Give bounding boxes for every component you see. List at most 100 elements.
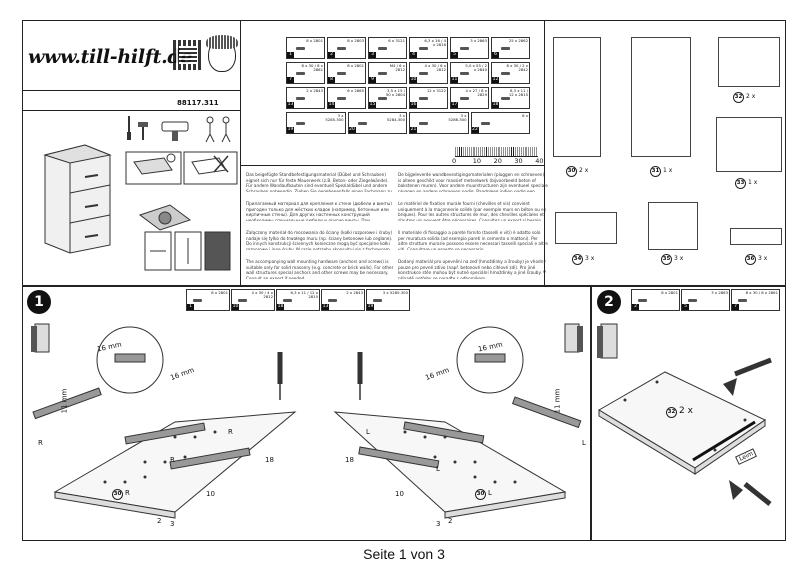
panel-shape	[716, 117, 782, 172]
part-icon	[419, 97, 428, 100]
part-icon	[337, 97, 346, 100]
hardware-icon	[688, 299, 697, 302]
panel-shape	[555, 212, 617, 244]
part-icon	[357, 122, 367, 125]
hardware-number: 13	[322, 304, 329, 310]
intro-paragraph: Dodaný materiál pro upevnění na zeď (hmo…	[398, 259, 546, 279]
intro-paragraph: Das beigefügte Standbefestigungsmaterial…	[246, 172, 393, 192]
part-cell: 21 3 x 5286.300	[409, 112, 469, 134]
step1-label-L-1: L	[366, 428, 370, 436]
hardware-icon	[193, 299, 202, 302]
intro-text-right: De bijgeleverde wandbevestigingsmaterial…	[398, 172, 548, 288]
qr-code	[173, 40, 203, 70]
part-qty: 3 x 5286.300	[448, 113, 467, 123]
part-qty: 3 x 2863	[470, 38, 487, 43]
part-icon	[378, 47, 387, 50]
ruler-tick-label: 10	[472, 157, 482, 165]
hardware-number: 19	[367, 304, 374, 310]
step1-label-10-left: 10	[206, 490, 215, 498]
part-icon	[296, 47, 305, 50]
intro-paragraph: De bijgeleverde wandbevestigingsmaterial…	[398, 172, 548, 192]
hardware-qty: 2 x 2843	[346, 290, 363, 295]
hardware-icon	[373, 299, 382, 302]
part-number: 15	[369, 102, 376, 108]
part-number: 8	[328, 77, 335, 83]
part-number: 10	[410, 77, 417, 83]
panel-shape	[718, 37, 780, 87]
ruler-tick-label: 30	[514, 157, 523, 165]
part-number: 12	[492, 77, 499, 83]
part-qty: 4 x 30 / 6 x 2812	[424, 63, 446, 73]
step1-dim-11-right: 11 mm	[553, 388, 562, 414]
step1-label-18-right: 18	[345, 456, 354, 464]
intro-text-left: Das beigefügte Standbefestigungsmaterial…	[246, 172, 396, 288]
part-qty: 3 x 5284.300	[386, 113, 405, 123]
step1-label-10-right: 10	[395, 490, 404, 498]
panel-number: 36	[745, 254, 756, 265]
part-number: 3	[369, 52, 376, 58]
ruler-tick-label: 20	[493, 157, 502, 165]
step1-label-R-2: R	[170, 456, 175, 464]
part-number: 11	[451, 77, 458, 83]
side-panel-left	[333, 411, 567, 513]
part-icon	[460, 72, 469, 75]
hardware-number: 18	[277, 304, 284, 310]
measure-ruler	[455, 147, 538, 157]
part-number: 22	[471, 127, 479, 133]
panel-number: 32	[733, 92, 744, 103]
hardware-number: 7	[732, 304, 739, 310]
part-icon	[501, 72, 510, 75]
part-icon	[378, 72, 387, 75]
divider-logo-bottom	[22, 90, 240, 92]
intro-paragraph: The accompanying wall mounting hardware …	[246, 259, 394, 279]
part-qty: M4 / 6 x 2812	[389, 63, 405, 73]
part-icon	[501, 47, 510, 50]
part-number: 20	[348, 127, 356, 133]
step1-label-R-3: R	[38, 439, 43, 447]
intro-paragraph: Załączony materiał do mocowania do ścian…	[246, 230, 393, 250]
part-icon	[419, 47, 428, 50]
step1-label-L-4: L	[488, 489, 492, 497]
hardware-number: 1	[187, 304, 194, 310]
step2-panel-32: 32	[666, 407, 677, 418]
part-icon	[337, 72, 346, 75]
step1-panel-30-right: 30	[475, 489, 486, 500]
hardware-number: 10	[232, 304, 239, 310]
panel-qty: 1 x	[663, 167, 673, 174]
part-number: 21	[410, 127, 417, 133]
part-qty: 6,3 x 11 / 12 x 2815	[508, 88, 528, 98]
part-qty: 3 x 5285.300	[325, 113, 344, 123]
part-icon	[501, 97, 510, 100]
panel-qty: 3 x	[674, 255, 684, 262]
part-icon	[460, 47, 469, 50]
article-number: 88117.311	[177, 99, 219, 107]
hardware-qty: 8 x 2801	[211, 290, 228, 295]
step1-dim-11-left: 11 mm	[60, 388, 69, 414]
mascot-icon	[206, 35, 238, 72]
logo: www.till-hilft.de	[28, 46, 193, 68]
panel-qty: 3 x	[758, 255, 768, 262]
part-icon	[480, 122, 490, 125]
step1-label-2-right: 2	[448, 517, 453, 525]
part-number: 7	[287, 77, 294, 83]
hardware-qty: 3 x 2863	[711, 290, 728, 295]
part-qty: 2 x 2843	[306, 88, 323, 93]
divider-parts-text	[240, 165, 545, 167]
